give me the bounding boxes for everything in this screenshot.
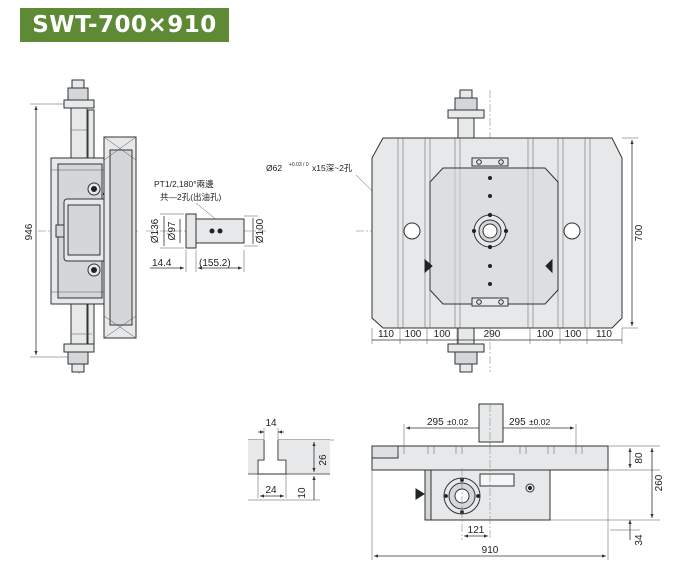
port-note-line1: PT1/2,180°兩邊 <box>154 179 214 189</box>
top-bottom-dim-1: 100 <box>405 329 422 340</box>
side-height-dim: 946 <box>24 223 35 240</box>
tslot-detail: 14 24 26 10 <box>248 418 334 501</box>
tslot-width-top: 14 <box>265 418 277 429</box>
tslot-width-bottom: 24 <box>265 485 277 496</box>
front-h80: 80 <box>634 452 645 464</box>
port-note-line2: 共—2孔(出油孔) <box>160 192 222 202</box>
top-height-dim: 700 <box>634 224 645 241</box>
hole-note: Ø62 <box>266 163 282 173</box>
front-h34: 34 <box>634 534 645 546</box>
top-view: Ø62 +0.03 / 0 x15深~2孔 <box>266 89 645 373</box>
port-dia-100: Ø100 <box>255 218 266 243</box>
top-bottom-dim-6: 110 <box>596 329 612 340</box>
hole-note-tolerance: +0.03 / 0 <box>289 162 309 168</box>
model-title: SWT-700×910 <box>20 8 229 42</box>
top-bottom-dim-4: 100 <box>537 329 554 340</box>
front-spacing-left-tol: ±0.02 <box>447 417 468 427</box>
front-spacing-right: 295 <box>509 417 526 428</box>
port-detail: PT1/2,180°兩邊 共—2孔(出油孔) Ø136 Ø97 Ø100 14.… <box>146 179 268 272</box>
port-dia-136: Ø136 <box>150 218 161 243</box>
top-bottom-dim-0: 110 <box>378 329 394 340</box>
side-view: 946 <box>24 79 138 374</box>
tslot-depth: 26 <box>318 454 329 466</box>
top-bottom-dim-5: 100 <box>565 329 582 340</box>
tslot-base: 10 <box>297 487 308 499</box>
front-offset: 121 <box>468 525 485 536</box>
front-spacing-right-tol: ±0.02 <box>529 417 550 427</box>
port-dia-97: Ø97 <box>167 221 178 240</box>
front-spacing-left: 295 <box>427 417 444 428</box>
top-bottom-dim-2: 100 <box>434 329 451 340</box>
top-bottom-dim-3: 290 <box>484 329 501 340</box>
port-dim-14-4: 14.4 <box>152 258 172 269</box>
port-dim-155-2: (155.2) <box>199 258 231 269</box>
front-view: 295 ±0.02 295 ±0.02 <box>371 403 665 560</box>
front-h260: 260 <box>654 474 665 491</box>
front-overall-width: 910 <box>482 545 499 556</box>
hole-note-tail: x15深~2孔 <box>312 163 353 173</box>
